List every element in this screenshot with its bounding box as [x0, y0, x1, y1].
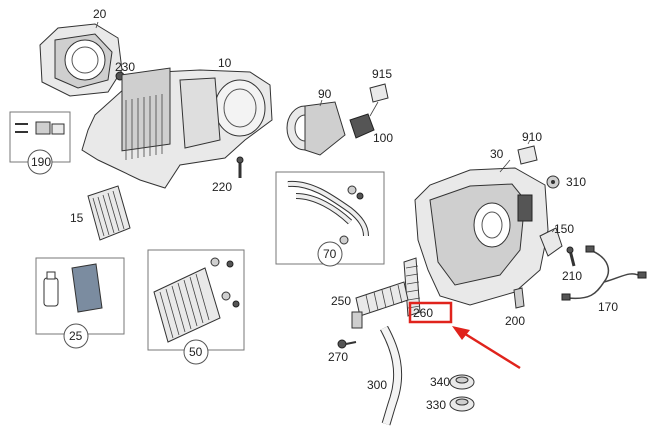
part-330-cap[interactable] [449, 396, 475, 412]
label-25: 25 [69, 329, 83, 343]
label-190-circle [27, 149, 53, 175]
label-170: 170 [598, 300, 618, 314]
part-340-cap[interactable] [449, 374, 475, 390]
label-210: 210 [562, 269, 582, 283]
label-90: 90 [318, 87, 332, 101]
label-300: 300 [367, 378, 387, 392]
part-220-clip[interactable] [236, 156, 244, 178]
label-270: 270 [328, 350, 348, 364]
part-150-actuator[interactable] [539, 227, 563, 257]
part-170-wiring-harness[interactable] [561, 245, 647, 301]
label-100: 100 [373, 131, 393, 145]
part-200-drain[interactable] [513, 287, 525, 309]
label-250: 250 [331, 294, 351, 308]
label-190: 190 [31, 155, 51, 169]
part-190-kit[interactable] [15, 121, 65, 135]
part-25-kit[interactable] [43, 263, 103, 313]
part-270-screw[interactable] [337, 339, 357, 349]
label-50-circle [183, 339, 209, 365]
label-70-circle [317, 241, 343, 267]
label-310: 310 [566, 175, 586, 189]
part-300-drain-hose[interactable] [380, 325, 403, 426]
part-910-connector[interactable] [517, 139, 538, 165]
part-15-filter[interactable] [87, 185, 131, 241]
label-910: 910 [522, 130, 542, 144]
label-50: 50 [189, 345, 203, 359]
label-25-circle [63, 323, 89, 349]
part-10-housing[interactable] [81, 67, 273, 189]
label-260: 260 [413, 306, 433, 320]
label-330: 330 [426, 398, 446, 412]
label-10: 10 [218, 56, 232, 70]
label-30: 30 [490, 147, 504, 161]
highlight-box-260[interactable] [408, 301, 453, 324]
part-20-cover[interactable] [39, 21, 123, 97]
part-210-sensor[interactable] [566, 246, 576, 267]
label-70: 70 [323, 247, 337, 261]
label-200: 200 [505, 314, 525, 328]
label-340: 340 [430, 375, 450, 389]
part-250-evaporator[interactable] [351, 281, 409, 329]
label-15: 15 [70, 211, 84, 225]
part-310-grommet[interactable] [546, 175, 560, 189]
part-50-heater-core[interactable] [153, 257, 240, 343]
label-915: 915 [372, 67, 392, 81]
label-220: 220 [212, 180, 232, 194]
label-20: 20 [93, 7, 107, 21]
label-150: 150 [554, 222, 574, 236]
part-30-hvac-unit[interactable] [414, 159, 549, 306]
part-100-resistor[interactable] [349, 113, 375, 139]
label-230: 230 [115, 60, 135, 74]
part-70-hoses[interactable] [287, 180, 369, 245]
red-arrow [452, 326, 521, 370]
part-90-blower-motor[interactable] [286, 99, 346, 156]
part-915-connector[interactable] [369, 83, 389, 117]
